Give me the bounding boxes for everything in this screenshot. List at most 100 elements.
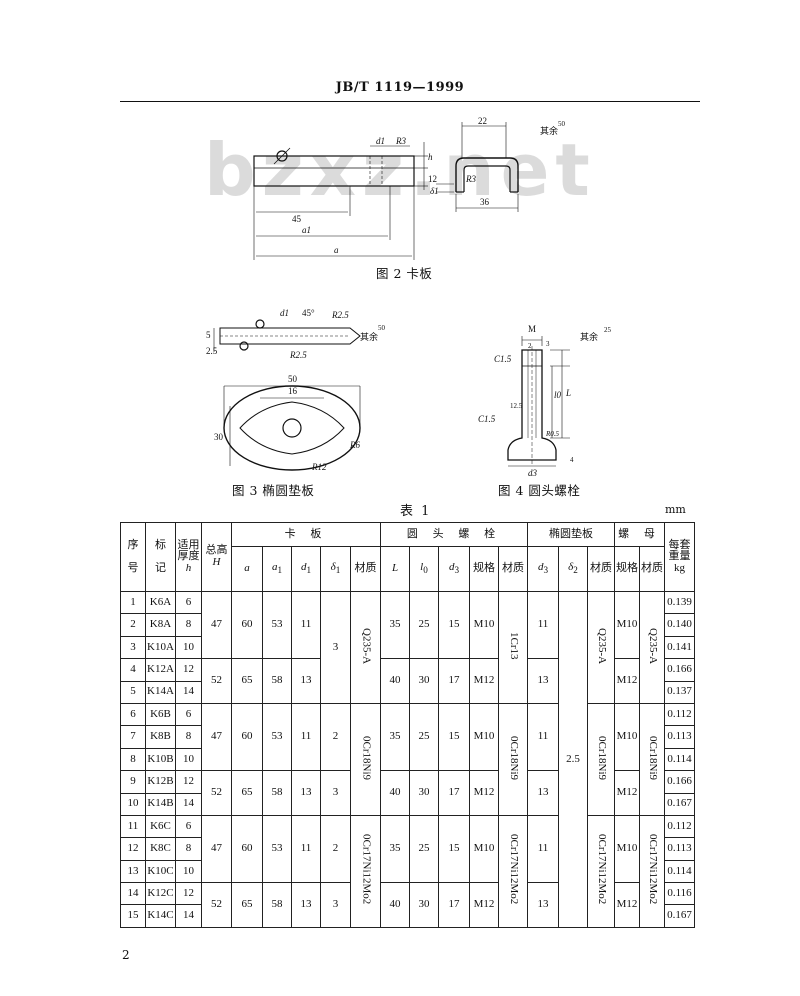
header-pad-material: 材质 bbox=[587, 546, 615, 592]
fig4-dim-12-5: 12.5 bbox=[510, 402, 523, 410]
cell-d3: 15 bbox=[438, 814, 470, 884]
cell-no: 13 bbox=[120, 859, 146, 884]
cell-a1: 58 bbox=[262, 658, 292, 704]
cell-no: 5 bbox=[120, 680, 146, 704]
cell-h: 10 bbox=[175, 635, 202, 660]
cell-nut-spec: M10 bbox=[614, 590, 640, 660]
fig2-dim-h: h bbox=[428, 152, 433, 162]
cell-mark: K8A bbox=[145, 613, 176, 637]
cell-delta1: 3 bbox=[320, 882, 351, 928]
cell-d2: 11 bbox=[527, 814, 559, 884]
fig4-dim-4: 4 bbox=[570, 456, 574, 464]
cell-H: 47 bbox=[201, 590, 232, 660]
fig2-rest-label: 其余 bbox=[540, 125, 558, 136]
cell-weight: 0.113 bbox=[664, 837, 695, 861]
header-bolt-material: 材质 bbox=[498, 546, 528, 592]
cell-mark: K14A bbox=[145, 680, 176, 704]
cell-nut-spec: M10 bbox=[614, 814, 640, 884]
cell-nut-spec: M12 bbox=[614, 770, 640, 816]
cell-no: 15 bbox=[120, 904, 146, 928]
cell-L: 35 bbox=[380, 702, 410, 772]
header-L: L bbox=[380, 546, 410, 592]
header-card-material: 材质 bbox=[350, 546, 381, 592]
header-d2: d3 bbox=[527, 546, 559, 592]
header-a1: a1 bbox=[262, 546, 292, 592]
fig2-dim-22: 22 bbox=[478, 116, 487, 126]
fig3-dim-d1: d1 bbox=[280, 308, 289, 318]
header-card: 卡 板 bbox=[231, 522, 381, 547]
fig2-dim-r3: R3 bbox=[395, 136, 406, 146]
fig4-rest-label: 其余 bbox=[580, 331, 598, 342]
cell-bolt-spec: M12 bbox=[469, 658, 499, 704]
cell-a: 65 bbox=[231, 770, 263, 816]
figure-4-caption: 图 4 圆头螺栓 bbox=[498, 483, 581, 498]
cell-h: 6 bbox=[175, 814, 202, 839]
header-a: a bbox=[231, 546, 263, 592]
cell-card-material: 0Cr17Ni12Mo2 bbox=[350, 814, 381, 928]
figure-2-caption: 图 2 卡板 bbox=[376, 266, 433, 281]
cell-nut-spec: M10 bbox=[614, 702, 640, 772]
cell-delta1: 3 bbox=[320, 770, 351, 816]
fig4-dim-3: 3 bbox=[546, 340, 550, 348]
fig3-dim-2-5: 2.5 bbox=[206, 346, 218, 356]
fig2-dim-a: a bbox=[334, 245, 339, 255]
fig3-dim-r6: R6 bbox=[349, 440, 360, 450]
cell-weight: 0.137 bbox=[664, 680, 695, 704]
cell-no: 11 bbox=[120, 814, 146, 839]
cell-d3: 15 bbox=[438, 702, 470, 772]
cell-weight: 0.141 bbox=[664, 635, 695, 660]
table-row: 14 K12C 12 52 65 58 13 3 40 30 17 M12 13… bbox=[120, 882, 695, 928]
cell-card-material: 0Cr18Ni9 bbox=[350, 702, 381, 816]
cell-bolt-spec: M10 bbox=[469, 590, 499, 660]
cell-mark: K10A bbox=[145, 635, 176, 660]
table-row: 2 K8A 8 0.140 bbox=[120, 613, 695, 637]
fig2-dim-d1: d1 bbox=[376, 136, 385, 146]
header-seq: 序号 bbox=[120, 522, 146, 592]
cell-mark: K14C bbox=[145, 904, 176, 928]
table-row: 15 K14C 14 0.167 bbox=[120, 904, 695, 928]
fig3-dim-45deg: 45° bbox=[302, 308, 315, 318]
cell-d3: 17 bbox=[438, 882, 470, 928]
fig3-dim-r25: R2.5 bbox=[331, 310, 349, 320]
cell-d3: 17 bbox=[438, 658, 470, 704]
cell-mark: K8C bbox=[145, 837, 176, 861]
cell-mark: K8B bbox=[145, 725, 176, 749]
header-bolt-spec: 规格 bbox=[469, 546, 499, 592]
cell-delta2: 2.5 bbox=[558, 591, 588, 928]
cell-d3: 15 bbox=[438, 590, 470, 660]
fig2-dim-45: 45 bbox=[292, 214, 302, 224]
cell-d1: 11 bbox=[291, 814, 321, 884]
fig4-roughness: 25 bbox=[604, 326, 612, 334]
cell-no: 6 bbox=[120, 702, 146, 727]
cell-l0: 30 bbox=[409, 770, 439, 816]
cell-weight: 0.112 bbox=[664, 702, 695, 727]
cell-nut-material: Q235-A bbox=[639, 591, 665, 704]
cell-weight: 0.167 bbox=[664, 792, 695, 816]
cell-mark: K12C bbox=[145, 882, 176, 906]
header-d1: d1 bbox=[291, 546, 321, 592]
cell-a1: 58 bbox=[262, 770, 292, 816]
cell-h: 8 bbox=[175, 613, 202, 637]
cell-a1: 53 bbox=[262, 702, 292, 772]
fig4-dim-d3: d3 bbox=[528, 468, 538, 478]
cell-h: 14 bbox=[175, 904, 202, 928]
cell-d2: 13 bbox=[527, 658, 559, 704]
cell-delta1: 2 bbox=[320, 702, 351, 772]
cell-h: 12 bbox=[175, 658, 202, 682]
cell-no: 12 bbox=[120, 837, 146, 861]
cell-no: 8 bbox=[120, 747, 146, 772]
header-pad: 椭圆垫板 bbox=[527, 522, 615, 547]
fig4-dim-c15a: C1.5 bbox=[494, 354, 512, 364]
figure-3-oval-pad-drawing: 5 2.5 d1 45° R2.5 R2.5 50 16 30 R6 R12 其… bbox=[206, 308, 386, 472]
table-row: 7 K8B 8 0.113 bbox=[120, 725, 695, 749]
cell-d1: 11 bbox=[291, 590, 321, 660]
cell-bolt-spec: M12 bbox=[469, 882, 499, 928]
cell-weight: 0.116 bbox=[664, 882, 695, 906]
cell-weight: 0.114 bbox=[664, 859, 695, 884]
cell-d1: 11 bbox=[291, 702, 321, 772]
cell-nut-material: 0Cr17Ni12Mo2 bbox=[639, 814, 665, 928]
standard-code-header: JB/T 1119—1999 bbox=[335, 80, 465, 95]
fig2-dim-36: 36 bbox=[480, 197, 490, 207]
cell-pad-material: Q235-A bbox=[587, 591, 615, 704]
